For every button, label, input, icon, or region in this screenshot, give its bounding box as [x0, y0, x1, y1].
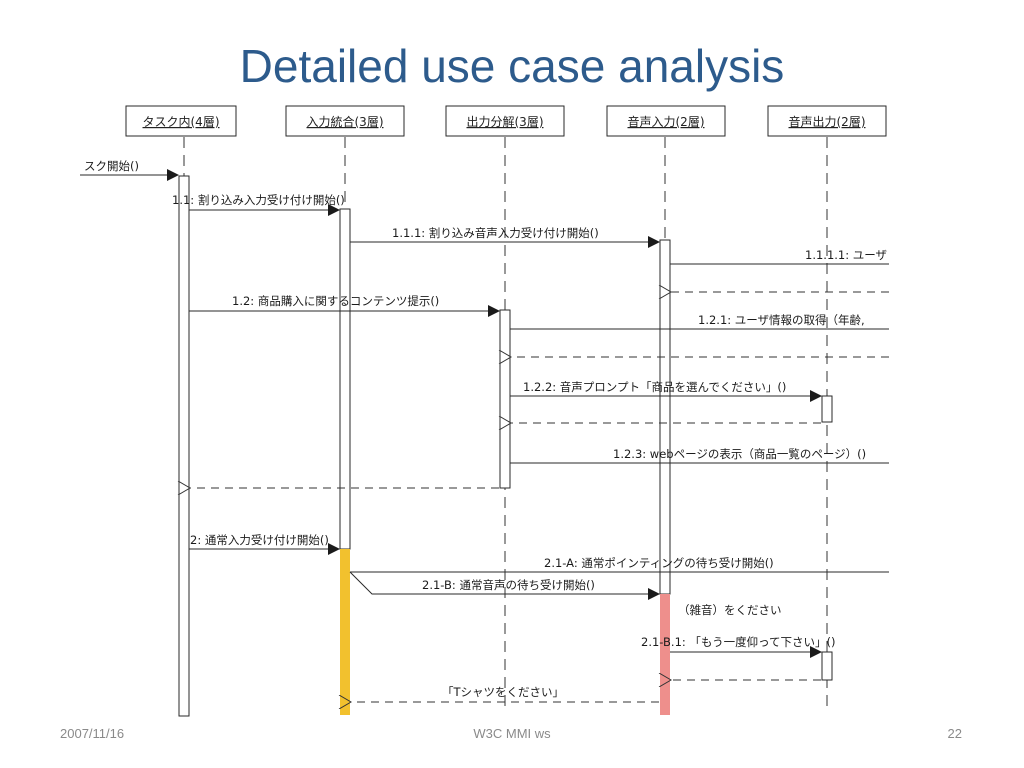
- activation-speech-input-active: [660, 594, 670, 715]
- activation-task: [178, 175, 190, 717]
- lifeline-label: タスク内(4層): [143, 115, 220, 129]
- slide-title: Detailed use case analysis: [239, 40, 785, 92]
- message-label: 2: 通常入力受け付け開始(): [190, 533, 329, 547]
- lifeline-label: 出力分解(3層): [467, 115, 544, 129]
- message-2-1-b: [349, 571, 660, 600]
- message-label: （雑音）をください: [678, 603, 782, 617]
- message-label: 1.1: 割り込み入力受け付け開始(): [172, 193, 345, 207]
- lifeline-header-task: タスク内(4層): [125, 105, 237, 137]
- message-label: 2.1-B.1: 「もう一度仰って下さい」(): [641, 635, 835, 649]
- lifeline-header-input-integration: 入力統合(3層): [285, 105, 405, 137]
- activation-speech-input: [659, 239, 671, 595]
- message-label: 1.2.2: 音声プロンプト「商品を選んでください」(): [523, 380, 786, 394]
- message-label: 2.1-A: 通常ポインティングの待ち受け開始(): [544, 556, 774, 570]
- activation-speech-output-2: [821, 651, 833, 681]
- lifeline-label: 入力統合(3層): [307, 114, 384, 129]
- message-label: スク開始(): [84, 159, 139, 173]
- activation-output-decomposition: [499, 309, 511, 489]
- lifeline-header-speech-output: 音声出力(2層): [767, 105, 887, 137]
- activation-speech-output-1: [821, 395, 833, 423]
- page-number: 22: [947, 726, 962, 741]
- message-label: 1.1.1: 割り込み音声入力受け付け開始(): [392, 226, 599, 240]
- lifeline-header-speech-input: 音声入力(2層): [606, 105, 726, 137]
- message-label: 1.2: 商品購入に関するコンテンツ提示(): [232, 294, 439, 308]
- lifeline-label: 音声入力(2層): [628, 114, 705, 129]
- lifeline-label: 音声出力(2層): [789, 114, 866, 129]
- message-label: 1.2.1: ユーザ情報の取得（年齢,: [698, 313, 865, 327]
- message-label: 2.1-B: 通常音声の待ち受け開始(): [422, 578, 595, 592]
- message-label: 1.1.1.1: ユーザ: [805, 248, 887, 262]
- activation-input-integration-active: [340, 549, 350, 715]
- activation-input-integration: [339, 208, 351, 550]
- lifeline-header-output-decomposition: 出力分解(3層): [445, 105, 565, 137]
- message-label: 「Tシャツをください」: [442, 685, 564, 699]
- footer-event: W3C MMI ws: [473, 726, 551, 741]
- message-label: 1.2.3: webページの表示（商品一覧のページ）(): [613, 447, 866, 461]
- footer-date: 2007/11/16: [60, 726, 125, 741]
